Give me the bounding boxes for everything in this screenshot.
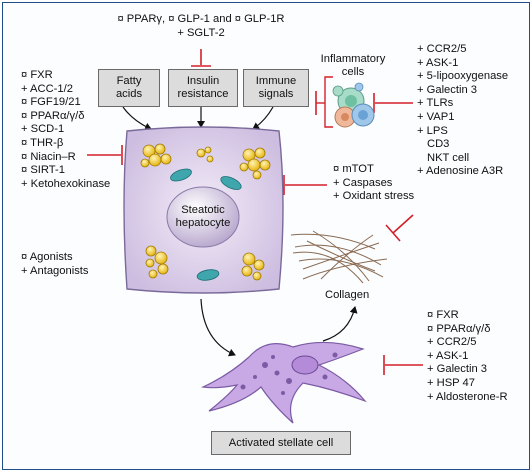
- inhibit-top: [191, 49, 211, 67]
- top-drug-item: + SGLT-2: [177, 26, 225, 39]
- inhibit-stellate: [383, 355, 423, 375]
- stellate-cell: [200, 341, 367, 424]
- figure-frame: ¤ PPARγ, ¤ GLP-1 and ¤ GLP-1R + SGLT-2 F…: [2, 2, 530, 470]
- inhibit-right-list: [373, 93, 413, 113]
- right-drug-item: CD3: [427, 138, 450, 151]
- top-drug-item: ¤ PPARγ, ¤ GLP-1 and ¤ GLP-1R: [117, 13, 285, 25]
- legend: ¤ Agonists + Antagonists: [21, 251, 89, 278]
- inhibit-left-list: [87, 145, 123, 165]
- input-arrows: [122, 106, 274, 131]
- bottom-drug-item: ¤ PPARα/γ/δ: [427, 322, 491, 335]
- bottom-drug-item: + CCR2/5: [427, 336, 477, 349]
- left-drug-item: ¤ Niacin–R: [21, 150, 76, 163]
- inflammatory-cells-label: Inflammatory cells: [320, 53, 386, 78]
- left-drug-item: ¤ FGF19/21: [21, 96, 81, 109]
- bottom-drug-item: + ASK-1: [427, 349, 469, 362]
- immune-signals-box: Immune signals: [243, 69, 309, 107]
- right-drug-item: + 5-lipooxygenase: [417, 70, 509, 83]
- inhibit-collagen: [385, 214, 414, 242]
- inflammatory-cells-icon: [332, 82, 375, 128]
- top-drug-list: ¤ PPARγ, ¤ GLP-1 and ¤ GLP-1R + SGLT-2: [101, 13, 301, 40]
- inhibit-middle-list: [283, 175, 327, 195]
- right-drug-item: + Galectin 3: [417, 83, 478, 96]
- bottom-drug-item: + HSP 47: [427, 376, 475, 389]
- left-drug-item: ¤ SIRT-1: [21, 164, 65, 177]
- left-drug-item: + ACC-1/2: [21, 82, 73, 95]
- right-drug-item: + CCR2/5: [417, 43, 467, 55]
- right-drug-item: + TLRs: [417, 97, 454, 110]
- right-drug-item: NKT cell: [427, 151, 470, 164]
- bottom-drug-list: ¤ FXR ¤ PPARα/γ/δ + CCR2/5 + ASK-1 + Gal…: [427, 309, 508, 404]
- fatty-acids-box: Fatty acids: [98, 69, 160, 107]
- bottom-drug-item: ¤ FXR: [427, 309, 459, 321]
- left-drug-item: ¤ THR-β: [21, 136, 64, 149]
- right-drug-item: + LPS: [417, 124, 448, 137]
- inflammatory-bracket: [315, 76, 333, 128]
- right-drug-item: + Adenosine A3R: [417, 165, 504, 178]
- left-drug-item: ¤ FXR: [21, 69, 53, 81]
- left-drug-item: + SCD-1: [21, 123, 65, 136]
- middle-drug-item: ¤ mTOT: [333, 163, 374, 175]
- middle-drug-item: + Caspases: [333, 176, 393, 189]
- middle-drug-item: + Oxidant stress: [333, 190, 415, 203]
- insulin-resistance-box: Insulin resistance: [168, 69, 238, 107]
- activated-stellate-cell-box: Activated stellate cell: [211, 431, 351, 455]
- bottom-drug-item: + Galectin 3: [427, 363, 488, 376]
- left-drug-item: + Ketohexokinase: [21, 177, 111, 190]
- legend-antagonists: + Antagonists: [21, 264, 89, 277]
- diagram-artwork: [87, 49, 423, 424]
- middle-drug-list: ¤ mTOT + Caspases + Oxidant stress: [333, 163, 414, 204]
- right-drug-item: + VAP1: [417, 110, 455, 123]
- bottom-drug-item: + Aldosterone-R: [427, 390, 508, 403]
- hepatocyte-cell: [123, 126, 284, 294]
- left-drug-list: ¤ FXR + ACC-1/2 ¤ FGF19/21 ¤ PPARα/γ/δ +…: [21, 69, 110, 191]
- right-drug-list: + CCR2/5 + ASK-1 + 5-lipooxygenase + Gal…: [417, 43, 508, 179]
- legend-agonists: ¤ Agonists: [21, 251, 73, 263]
- collagen-fibers: [290, 230, 388, 284]
- flow-arrows: [200, 298, 358, 357]
- hepatocyte-label: Steatotic hepatocyte: [175, 204, 231, 229]
- left-drug-item: ¤ PPARα/γ/δ: [21, 109, 85, 122]
- right-drug-item: + ASK-1: [417, 56, 459, 69]
- collagen-label: Collagen: [325, 289, 370, 301]
